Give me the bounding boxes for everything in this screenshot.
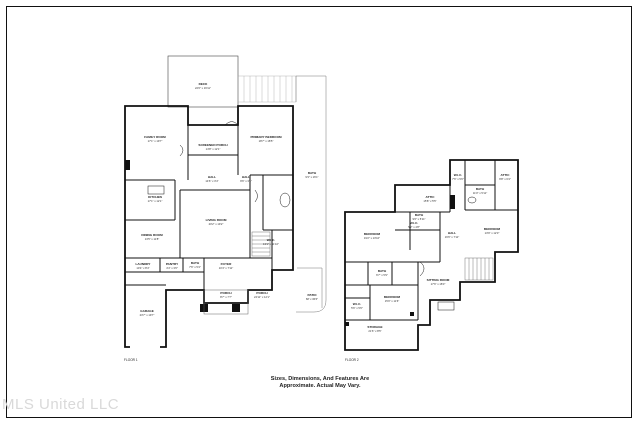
room-dims-bath-3: 9'6" x 5'11" (412, 217, 425, 221)
floor-1-stairs (251, 231, 271, 257)
room-label-attic: ATTIC (426, 195, 436, 199)
column-block (345, 322, 349, 326)
room-dims-bath-4: 6'7" x 5'9" (376, 273, 388, 277)
room-dims-wic-4: 5'6" x 5'6" (351, 306, 363, 310)
room-dims-deck: 22'0" x 16'11" (195, 86, 211, 90)
door-swing (254, 189, 258, 203)
room-labels: DECK 22'0" x 16'11" FAMILY ROOM 17'1" x … (135, 82, 510, 333)
floor-1-interior-walls (125, 125, 293, 290)
room-label-sitting-room: SITTING ROOM (427, 278, 450, 282)
room-dims-foyer: 10'4" x 7'11" (219, 266, 234, 270)
room-dims-bath-primary: 9'3" x 16'1" (305, 175, 318, 179)
room-dims-screened-porch: 14'8" x 12'1" (206, 147, 221, 151)
room-dims-hall-up: 16'6" x 7'11" (445, 235, 460, 239)
room-label-hall-up: HALL (448, 231, 456, 235)
door-swing (419, 261, 425, 277)
room-label-laundry: LAUNDRY (135, 262, 151, 266)
floor-2-interior-walls (345, 160, 518, 321)
room-label-porch-front: PORCH (220, 291, 232, 295)
room-label-bath-2: BATH (476, 187, 485, 191)
room-dims-family-room: 17'1" x 19'7" (148, 139, 163, 143)
room-dims-kitchen: 17'1" x 12'1" (148, 199, 163, 203)
door-swing (179, 144, 184, 157)
room-dims-dining-room: 13'5" x 11'8" (145, 237, 160, 241)
column-block (450, 195, 455, 209)
disclaimer-line-1: Sizes, Dimensions, And Features Are (270, 376, 370, 382)
room-dims-attic-2: 9'8" x 6'4" (499, 177, 511, 181)
room-label-bedroom-3: BEDROOM (384, 295, 401, 299)
front-porch-outline (203, 289, 249, 315)
room-label-wic-2: W.I.C. (454, 173, 463, 177)
room-label-bath-3: BATH (415, 213, 424, 217)
room-dims-hall-1: 14'6" x 3'4" (205, 179, 218, 183)
room-dims-hall-2: 9'6" x 3'4" (240, 179, 252, 183)
room-dims-living-room: 20'2" x 19'2" (209, 222, 224, 226)
column-block (125, 160, 130, 170)
room-label-wic: W.I.C. (267, 238, 276, 242)
room-label-wic-3: W.I.C. (410, 221, 419, 225)
room-dims-bath-1: 7'6" x 5'4" (189, 265, 201, 269)
room-dims-bedroom-1: 19'2" x 13'10" (364, 236, 380, 240)
room-dims-bath-2: 11'0" x 5'11" (473, 191, 487, 195)
room-label-patio: PATIO (308, 293, 318, 297)
floor-1-label: FLOOR 1 (124, 358, 138, 362)
room-label-family-room: FAMILY ROOM (144, 135, 166, 139)
room-label-screened-porch: SCREENED PORCH (198, 143, 228, 147)
room-dims-laundry: 10'4" x 8'4" (136, 266, 149, 270)
room-dims-pantry: 4'4" x 3'6" (166, 266, 178, 270)
room-dims-patio: 68' x 36'6" (306, 297, 318, 301)
floor-1-exterior-walls (124, 105, 294, 348)
deck-stairs (237, 75, 297, 103)
floor-2-label: FLOOR 2 (345, 358, 359, 362)
room-label-wic-4: W.I.C. (353, 302, 362, 306)
room-dims-storage: 21'6" x 8'5" (368, 329, 381, 333)
room-label-garage: GARAGE (140, 309, 154, 313)
room-label-bedroom-2: BEDROOM (484, 227, 501, 231)
floor-1-plan (124, 55, 327, 348)
room-label-bath-1: BATH (191, 261, 200, 265)
watermark: MLS United LLC (2, 396, 120, 413)
room-label-bath-primary: BATH (308, 171, 317, 175)
room-dims-attic: 15'8" x 5'5" (423, 199, 436, 203)
floor-2-stairs (464, 257, 494, 281)
disclaimer-note: Sizes, Dimensions, And Features Are Appr… (250, 376, 390, 390)
room-label-primary-bedroom: PRIMARY BEDROOM (250, 135, 282, 139)
room-dims-bedroom-3: 15'0" x 11'6" (385, 299, 400, 303)
room-label-foyer: FOYER (221, 262, 232, 266)
patio-outline (296, 75, 327, 313)
room-label-bath-4: BATH (378, 269, 387, 273)
room-label-deck: DECK (199, 82, 209, 86)
disclaimer-line-2: Approximate. Actual May Vary. (279, 383, 361, 389)
room-label-storage: STORAGE (367, 325, 382, 329)
room-label-living-room: LIVING ROOM (206, 218, 227, 222)
room-dims-garage: 23'7" x 19'7" (140, 313, 155, 317)
room-label-dining-room: DINING ROOM (141, 233, 163, 237)
column-block (232, 304, 240, 312)
room-label-hall-2: HALL (242, 175, 250, 179)
kitchen-island (147, 185, 165, 195)
column-block (410, 312, 414, 316)
room-label-attic-2: ATTIC (501, 173, 511, 177)
room-label-porch-side: PORCH (256, 291, 268, 295)
bathtub (467, 196, 477, 204)
bathtub (279, 192, 291, 208)
window-seat (437, 301, 455, 311)
room-label-bedroom-1: BEDROOM (364, 232, 381, 236)
room-dims-wic-2: 7'6" x 5'0" (452, 177, 464, 181)
room-dims-sitting-room: 17'6" x 18'3" (431, 282, 446, 286)
room-dims-porch-front: 8'7" x 7'7" (220, 295, 232, 299)
floor-2-plan (344, 159, 519, 351)
page-frame (6, 6, 632, 418)
room-dims-porch-side: 24'11" x 12'1" (254, 295, 270, 299)
door-swing (224, 121, 239, 126)
room-label-hall-1: HALL (208, 175, 216, 179)
room-dims-bedroom-2: 13'9" x 12'3" (485, 231, 500, 235)
floor-2-exterior-walls (344, 159, 519, 351)
room-label-pantry: PANTRY (166, 262, 179, 266)
room-dims-wic-3: 5'2" x 4'8" (408, 225, 420, 229)
room-label-kitchen: KITCHEN (148, 195, 163, 199)
room-dims-wic: 13'1" x 11'10" (263, 242, 279, 246)
room-dims-primary-bedroom: 18'7" x 18'5" (259, 139, 274, 143)
